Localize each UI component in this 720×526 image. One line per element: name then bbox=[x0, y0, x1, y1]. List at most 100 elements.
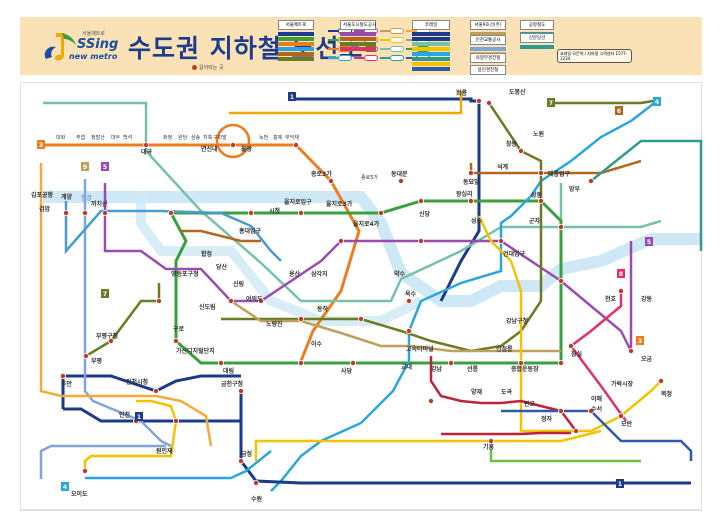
svg-text:주엽: 주엽 bbox=[76, 134, 85, 141]
svg-text:구파발: 구파발 bbox=[213, 134, 227, 141]
operator-korail: 코레일 bbox=[412, 20, 450, 72]
svg-text:9: 9 bbox=[83, 164, 87, 171]
transfer-dot-icon bbox=[192, 65, 197, 70]
seoul-metro-logo: 서울메트로 SSing new metro bbox=[42, 27, 122, 67]
shinbundang-line bbox=[429, 356, 577, 432]
svg-text:7: 7 bbox=[549, 100, 553, 107]
legend-line-bundang bbox=[380, 37, 406, 43]
operator-seoul-metro: 서울메트로 bbox=[278, 20, 314, 62]
notice-box: 코레일 모든역 / 지하철 고객센터 1577-1234 bbox=[557, 49, 632, 63]
line7-west bbox=[85, 283, 161, 358]
line8-badge bbox=[617, 269, 625, 278]
svg-text:1: 1 bbox=[137, 414, 141, 421]
svg-text:건대입구: 건대입구 bbox=[503, 250, 526, 258]
line4-southwest bbox=[85, 450, 272, 480]
incheon2-line bbox=[39, 163, 213, 447]
legend-line-gyeongchun bbox=[380, 55, 406, 61]
svg-text:강동: 강동 bbox=[641, 295, 653, 303]
svg-text:을지로4가: 을지로4가 bbox=[353, 220, 380, 228]
svg-text:홍대입구: 홍대입구 bbox=[239, 227, 262, 235]
gyeongchun-line bbox=[590, 139, 703, 251]
svg-text:망우: 망우 bbox=[569, 185, 581, 193]
svg-text:금천구청: 금천구청 bbox=[221, 380, 243, 388]
svg-text:영등포구청: 영등포구청 bbox=[171, 270, 199, 278]
svg-text:신림: 신림 bbox=[233, 280, 244, 288]
station-labels: 대화 주엽 정발산 마두 백석 대곡 화정 원당 삼송 지축 구파발 연신내 불… bbox=[31, 88, 672, 503]
transfer-stations bbox=[60, 98, 665, 486]
svg-text:원당: 원당 bbox=[178, 134, 188, 141]
svg-text:종합운동장: 종합운동장 bbox=[511, 365, 539, 373]
airport-line bbox=[64, 201, 282, 262]
svg-text:대화: 대화 bbox=[56, 134, 66, 141]
svg-text:정발산: 정발산 bbox=[91, 134, 105, 141]
svg-text:오금: 오금 bbox=[641, 355, 653, 363]
svg-text:천호: 천호 bbox=[605, 295, 617, 303]
svg-text:복정: 복정 bbox=[661, 390, 672, 398]
svg-text:인천: 인천 bbox=[119, 411, 131, 419]
bundang-line bbox=[477, 215, 662, 433]
svg-text:옥수: 옥수 bbox=[405, 290, 417, 298]
svg-text:부평: 부평 bbox=[91, 357, 102, 365]
operator-shinbundang: 신분당선 bbox=[520, 33, 554, 50]
music-note-logo-icon bbox=[44, 33, 76, 61]
line4-badge-right bbox=[653, 97, 661, 106]
svg-text:삼송: 삼송 bbox=[191, 134, 201, 141]
svg-text:기흥: 기흥 bbox=[483, 443, 495, 451]
svg-text:마두: 마두 bbox=[111, 134, 121, 141]
svg-text:을지로3가: 을지로3가 bbox=[326, 200, 353, 208]
svg-text:성수: 성수 bbox=[471, 217, 483, 225]
svg-text:선정릉: 선정릉 bbox=[496, 345, 513, 353]
line1-top bbox=[291, 97, 481, 302]
svg-text:구로: 구로 bbox=[173, 326, 185, 333]
bundang-south bbox=[254, 429, 602, 461]
svg-text:수원: 수원 bbox=[251, 495, 262, 503]
svg-text:녹번: 녹번 bbox=[259, 134, 269, 141]
svg-text:선릉: 선릉 bbox=[467, 365, 479, 373]
line5-badge-right bbox=[645, 237, 653, 246]
svg-text:5: 5 bbox=[647, 239, 651, 246]
line7-badge-top bbox=[547, 98, 555, 107]
svg-text:가락시장: 가락시장 bbox=[611, 380, 634, 388]
line3-badge-right bbox=[636, 336, 644, 345]
svg-text:삼각지: 삼각지 bbox=[311, 270, 328, 278]
svg-text:7: 7 bbox=[103, 291, 107, 298]
svg-text:김포공항: 김포공항 bbox=[31, 191, 54, 199]
svg-text:홍제: 홍제 bbox=[273, 134, 283, 141]
svg-text:지축: 지축 bbox=[203, 134, 213, 141]
subway-map-svg: 한강 bbox=[31, 88, 703, 503]
svg-text:화정: 화정 bbox=[163, 134, 172, 141]
svg-text:도봉산: 도봉산 bbox=[509, 88, 526, 96]
incheon1-badge bbox=[135, 412, 143, 421]
svg-text:불광: 불광 bbox=[241, 145, 253, 153]
svg-text:1: 1 bbox=[618, 481, 622, 488]
operator-line9: 서울9호선(주) bbox=[470, 20, 506, 37]
suin-line bbox=[83, 399, 178, 471]
legend-line-8 bbox=[354, 55, 380, 61]
shinbundang-south bbox=[441, 431, 571, 436]
svg-text:약수: 약수 bbox=[394, 270, 406, 278]
svg-text:금정: 금정 bbox=[241, 450, 252, 458]
svg-text:오이도: 오이도 bbox=[71, 490, 88, 498]
line1-west bbox=[61, 374, 241, 409]
legend-line-4 bbox=[328, 55, 354, 61]
line1-badge-bottom bbox=[616, 479, 624, 488]
svg-text:창동: 창동 bbox=[506, 140, 518, 148]
svg-text:종로3가: 종로3가 bbox=[311, 170, 332, 178]
svg-text:노원: 노원 bbox=[533, 130, 544, 138]
svg-text:백석: 백석 bbox=[123, 134, 132, 141]
svg-text:3: 3 bbox=[39, 142, 43, 149]
line5-badge-left bbox=[101, 162, 109, 171]
svg-text:수서: 수서 bbox=[591, 405, 602, 413]
svg-text:회룡: 회룡 bbox=[456, 89, 468, 97]
logo-small-text: 서울메트로 bbox=[82, 31, 106, 37]
svg-text:강남구청: 강남구청 bbox=[506, 317, 528, 325]
line4-badge-bottom bbox=[61, 482, 69, 491]
incheon1-south bbox=[39, 444, 166, 479]
svg-text:이수: 이수 bbox=[311, 340, 323, 348]
svg-text:5: 5 bbox=[103, 164, 107, 171]
han-river bbox=[43, 191, 701, 307]
svg-text:원인재: 원인재 bbox=[156, 447, 173, 455]
line1-incheon bbox=[63, 407, 241, 423]
svg-text:대림: 대림 bbox=[223, 367, 234, 375]
svg-text:주안: 주안 bbox=[61, 380, 73, 388]
